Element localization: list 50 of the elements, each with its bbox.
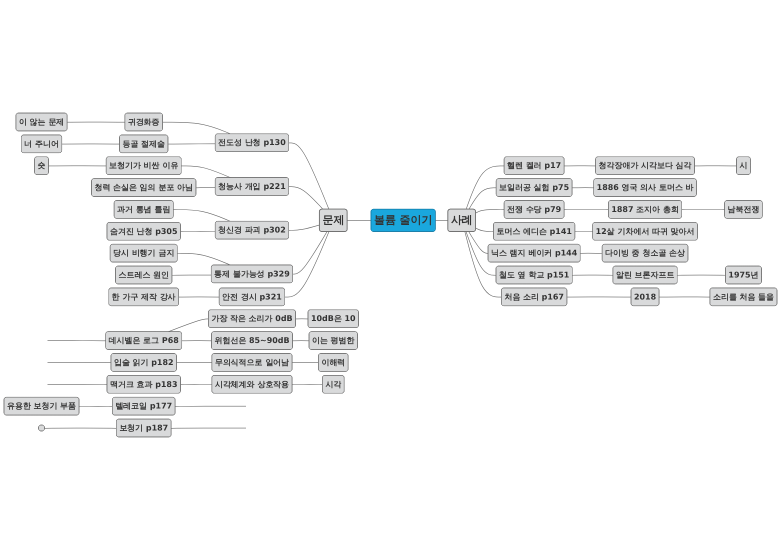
connector bbox=[580, 252, 603, 254]
connector bbox=[466, 166, 505, 210]
connector bbox=[435, 220, 448, 221]
connector bbox=[564, 165, 596, 166]
connector bbox=[47, 384, 108, 385]
connector bbox=[677, 274, 726, 276]
connector bbox=[659, 296, 710, 298]
connector bbox=[47, 362, 112, 363]
connector bbox=[566, 296, 632, 298]
connector bbox=[162, 122, 232, 134]
connector bbox=[468, 231, 489, 254]
connector bbox=[173, 209, 232, 222]
connector bbox=[176, 362, 212, 363]
connector bbox=[564, 209, 609, 210]
connector bbox=[476, 209, 505, 214]
connector bbox=[288, 224, 320, 231]
connector bbox=[468, 187, 497, 210]
connector bbox=[180, 230, 216, 232]
connector bbox=[182, 340, 212, 342]
connector bbox=[171, 428, 246, 429]
connector bbox=[196, 187, 216, 188]
connector bbox=[180, 384, 212, 385]
connector bbox=[288, 142, 330, 210]
connector bbox=[79, 406, 113, 407]
connector bbox=[476, 228, 494, 232]
connector bbox=[694, 165, 738, 166]
connector bbox=[292, 384, 323, 385]
connector bbox=[175, 406, 246, 407]
connector bbox=[48, 165, 107, 166]
connector bbox=[682, 209, 726, 210]
connector bbox=[292, 231, 328, 274]
connector bbox=[466, 231, 497, 276]
connector bbox=[67, 122, 126, 123]
connector bbox=[347, 220, 372, 221]
connector bbox=[572, 274, 614, 276]
connector bbox=[47, 340, 106, 342]
connector bbox=[574, 231, 594, 232]
connector bbox=[296, 318, 309, 320]
connector bbox=[178, 296, 220, 298]
connector bbox=[177, 253, 232, 266]
connector bbox=[572, 187, 594, 188]
connector bbox=[44, 428, 117, 429]
connector bbox=[172, 274, 212, 276]
connector bbox=[181, 166, 232, 178]
connector bbox=[288, 186, 324, 210]
connector bbox=[292, 340, 310, 342]
connector bbox=[464, 231, 502, 298]
connector bbox=[292, 362, 319, 363]
connector bbox=[168, 318, 209, 332]
connector bbox=[284, 231, 330, 298]
